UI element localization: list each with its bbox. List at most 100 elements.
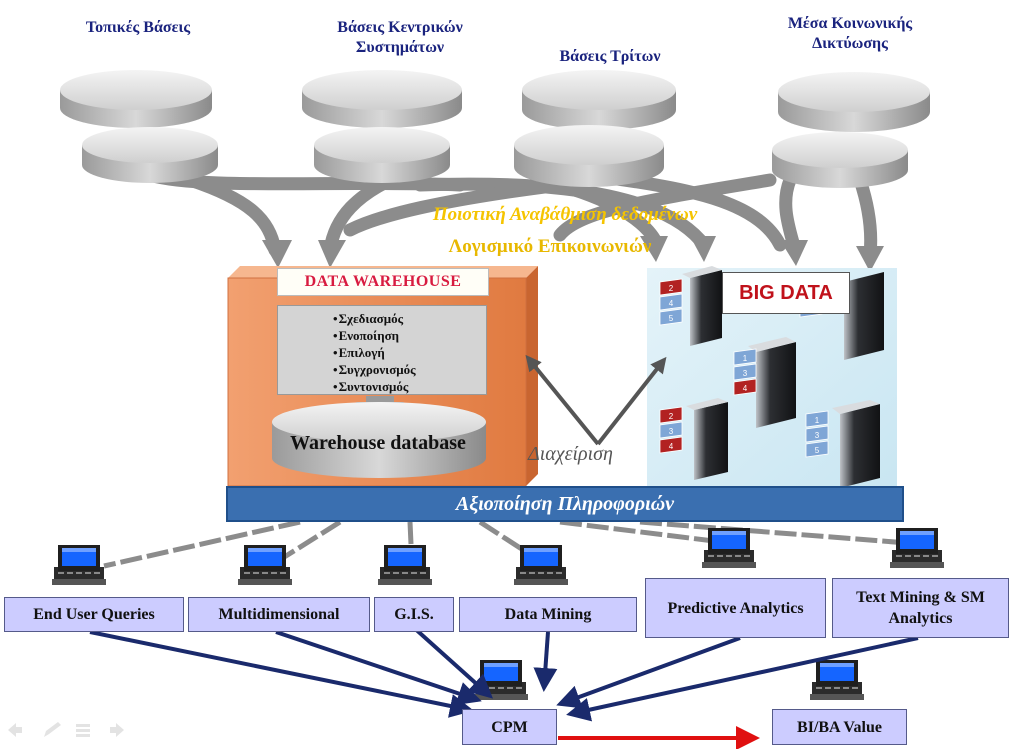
flow-arrowheads [262,236,884,272]
flow-arrow [779,173,802,257]
data-block [805,440,829,458]
data-block [659,278,683,296]
management-arrow-to-warehouse [525,354,600,446]
data-block-number: 3 [815,431,820,440]
computer-terminal-icon [702,528,756,568]
source-label-third-party: Βάσεις Τρίτων [559,48,661,65]
arrow-text-to-cpm [566,636,919,722]
prev-slide-icon[interactable] [8,723,22,737]
disk-icon-central [302,70,462,183]
tool-to-cpm-arrows [89,624,919,722]
computer-terminal-icon [238,545,292,585]
flow-arrow [853,173,878,262]
arrow-queries-to-cpm [89,630,474,718]
tool-multidimensional: Multidimensional [188,597,370,632]
computer-terminal-icon [52,545,106,585]
source-label-local: Τοπικές Βάσεις [85,19,191,36]
warehouse-database-disk [272,402,486,478]
data-block [733,378,757,396]
flow-arrow [603,171,787,252]
warehouse-function: Συντονισμός [333,378,486,395]
data-block [659,421,683,439]
arrow-predictive-to-cpm [556,636,741,709]
data-block-number: 2 [669,412,674,421]
server-icon [832,400,880,488]
management-arrows [525,354,667,446]
data-block-number: 5 [815,446,820,455]
computer-terminal-icon [890,528,944,568]
flow-arrowhead [780,240,808,266]
disk-icon-third-party [514,70,676,187]
data-block-stacks: 2455134234135 [659,278,829,458]
data-block-number: 3 [669,427,674,436]
warehouse-function: Σχεδιασμός [333,310,486,327]
data-block-number: 4 [669,442,674,451]
data-block [659,293,683,311]
warehouse-functions-list: Σχεδιασμός Ενοποίηση Επιλογή Συγχρονισμό… [277,305,487,395]
data-block [805,425,829,443]
source-label-social-media: Μέσα Κοινωνικής Δικτύωσης [787,15,913,52]
flow-arrowhead [262,240,292,268]
disk-icon-local [60,70,218,183]
data-block [659,406,683,424]
tool-text-mining: Text Mining & SM Analytics [832,578,1009,638]
data-block [733,363,757,381]
flow-arrowhead [856,246,884,272]
bar-to-tools-links [103,519,921,569]
warehouse-function: Ενοποίηση [333,327,486,344]
warehouse-function: Συγχρονισμός [333,361,486,378]
data-block-number: 4 [669,299,674,308]
computer-terminal-icon [514,545,568,585]
data-block-number: 2 [669,284,674,293]
link [639,519,921,547]
communication-software-label: Λογισμικό Επικοινωνιών [448,236,652,257]
terminals [52,528,944,700]
tool-data-mining: Data Mining [459,597,637,632]
slide-navigation [8,722,124,737]
data-block [805,410,829,428]
computer-terminal-icon [378,545,432,585]
disk-icon-social-media [772,72,930,188]
data-block [659,308,683,326]
server-icon [844,272,884,360]
data-block-number: 4 [743,384,748,393]
bi-ba-value-box: BI/BA Value [772,709,907,745]
computer-terminal-icon [474,660,528,700]
flow-arrow [323,173,397,257]
flow-arrow [183,173,282,257]
server-icon [686,398,728,480]
data-block-stack: 1 3 5 [805,410,829,458]
arrow-mining-to-cpm [533,631,558,692]
data-block-stack: 1 3 4 [733,348,757,396]
flow-arrow [343,178,567,237]
flow-arrow [553,173,777,242]
warehouse-function: Επιλογή [333,344,486,361]
computer-terminal-icon [810,660,864,700]
cpm-box: CPM [462,709,557,745]
tool-predictive-analytics: Predictive Analytics [645,578,826,638]
data-block [659,436,683,454]
arrow-gis-to-cpm [410,624,493,699]
management-arrow-to-big-data [596,356,667,446]
data-block-number: 3 [743,369,748,378]
source-label-central: Βάσεις Κεντρικών Συστημάτων [337,19,463,56]
data-block-number: 1 [743,354,748,363]
flow-arrowhead [690,236,716,262]
data-block-number: 1 [815,416,820,425]
big-data-label: BIG DATA [722,272,850,314]
pen-icon[interactable] [44,722,61,737]
data-block [733,348,757,366]
next-slide-icon[interactable] [110,723,124,737]
server-icon [682,266,722,346]
data-warehouse-title: DATA WAREHOUSE [277,268,489,296]
data-block-stack: 2 4 5 [659,278,683,326]
data-block-number: 5 [669,314,674,323]
quality-upgrade-label: Ποιοτική Αναβάθμιση δεδομένων [432,204,698,225]
server-icon [748,337,796,428]
menu-icon[interactable] [76,724,90,737]
flow-arrowhead [318,240,346,268]
tool-end-user-queries: End User Queries [4,597,184,632]
data-block-stack: 2 3 4 [659,406,683,454]
management-label: Διαχείριση [528,443,613,465]
